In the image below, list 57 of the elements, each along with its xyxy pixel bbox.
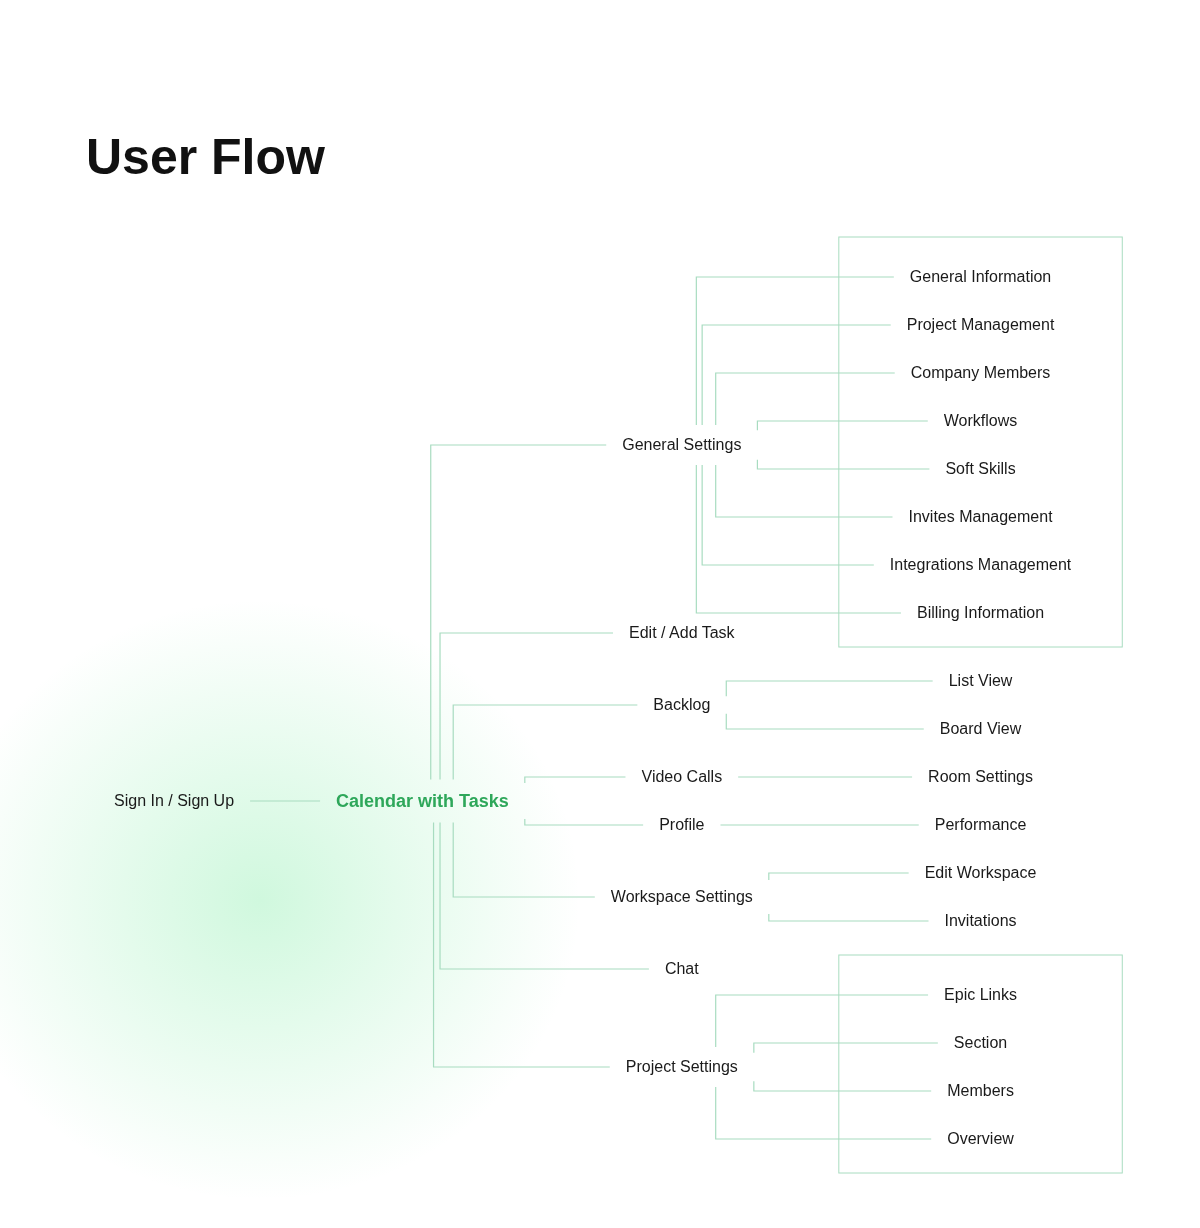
node-text: Integrations Management [889,556,1072,573]
connector [714,464,893,518]
connector [737,776,913,778]
connector [725,713,925,730]
connector [695,464,902,614]
cluster [838,236,1123,648]
connector [524,818,644,826]
connector [452,821,596,898]
node-text: Invites Management [908,508,1053,525]
connector [524,776,626,784]
node-text: Edit Workspace [924,864,1037,881]
node-text: Project Settings [625,1058,738,1075]
connector [432,821,611,1068]
connector [439,632,614,781]
title: User Flow [86,128,325,186]
node-text: Backlog [653,696,711,713]
connector [725,680,934,697]
node-text: Edit / Add Task [628,624,735,641]
node-text: Overview [947,1130,1014,1147]
connector [753,1042,939,1054]
connector [753,1080,932,1092]
connector [701,324,892,426]
node-text: Performance [934,816,1027,833]
connector [714,372,896,426]
node-text: Project Management [906,316,1055,333]
node-text: General Settings [622,436,742,453]
node-text: General Information [909,268,1052,285]
node-text: Workspace Settings [610,888,753,905]
node-text: Soft Skills [945,460,1016,477]
node-text: Room Settings [927,768,1033,785]
node-text: List View [948,672,1013,689]
connector [714,1086,932,1140]
connector [701,464,875,566]
connector [714,994,929,1048]
cluster [838,954,1123,1174]
node-text: Billing Information [916,604,1044,621]
node-text: Calendar with Tasks [335,790,509,811]
node-text: Invitations [944,912,1017,929]
node-text: Epic Links [943,986,1017,1003]
node-text: Workflows [943,412,1018,429]
node-text: Sign In / Sign Up [113,792,234,809]
node-text: Chat [664,960,699,977]
connector [430,444,607,781]
connector [719,824,920,826]
connector [439,821,650,970]
node-text: Company Members [910,364,1051,381]
node-text: Board View [939,720,1022,737]
connector [695,276,895,426]
connector [768,913,929,922]
node-text: Profile [658,816,705,833]
node-text: Members [947,1082,1014,1099]
node-text: Section [953,1034,1008,1051]
connector [756,420,929,431]
node-text: Video Calls [641,768,722,785]
connector [756,459,930,470]
connector [452,704,638,781]
connector [768,872,910,881]
